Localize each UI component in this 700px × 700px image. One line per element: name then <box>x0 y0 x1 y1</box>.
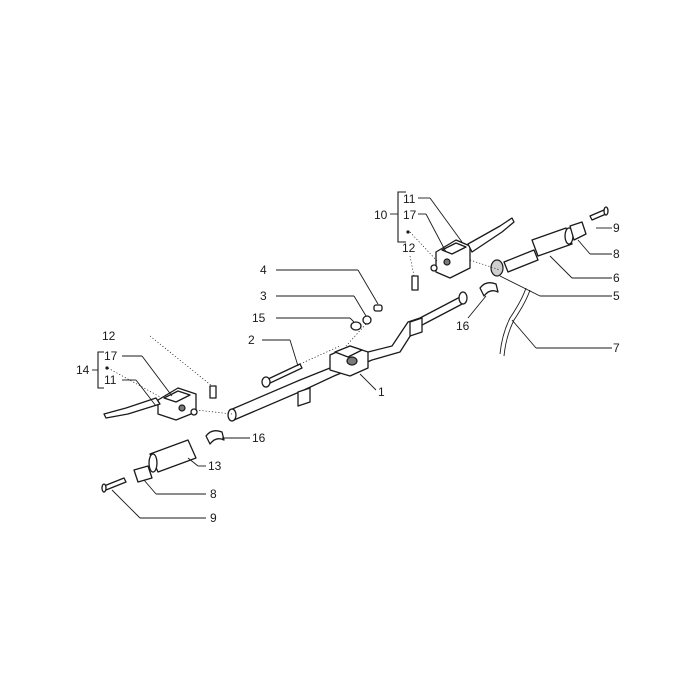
handle-grip-icon <box>101 439 197 493</box>
callout-labels: 11 10 17 9 12 8 4 6 5 3 15 16 2 7 12 1 1… <box>76 192 620 525</box>
callout-5: 5 <box>613 289 620 303</box>
callout-2: 2 <box>248 333 255 347</box>
callout-14: 14 <box>76 363 90 377</box>
callout-9-bottom: 9 <box>210 511 217 525</box>
callout-10: 10 <box>374 208 388 222</box>
screw-icon <box>209 275 419 399</box>
callout-8-bottom: 8 <box>210 487 217 501</box>
callout-17-left: 17 <box>104 349 118 363</box>
washer-icon <box>350 304 383 331</box>
callout-12-left: 12 <box>102 329 116 343</box>
cable-icon <box>499 287 531 357</box>
callout-4: 4 <box>260 263 267 277</box>
callout-11-left: 11 <box>104 373 117 387</box>
brake-lever-icon <box>103 387 198 421</box>
bolt-icon <box>261 363 303 388</box>
callout-16-bottom: 16 <box>252 431 266 445</box>
callout-17-top: 17 <box>403 208 417 222</box>
callout-16-top: 16 <box>456 319 470 333</box>
callout-1: 1 <box>378 385 385 399</box>
callout-6: 6 <box>613 271 620 285</box>
callout-12-top: 12 <box>402 241 416 255</box>
handle-grip-icon <box>490 206 609 277</box>
callout-8-right: 8 <box>613 247 620 261</box>
callout-3: 3 <box>260 289 267 303</box>
callout-13: 13 <box>208 459 222 473</box>
handlebar-tube-icon <box>227 291 468 422</box>
bracket-dot-left <box>105 366 109 370</box>
bracket-dot-top <box>406 230 410 234</box>
callout-15: 15 <box>252 311 266 325</box>
callout-7: 7 <box>613 341 620 355</box>
callout-9-right: 9 <box>613 221 620 235</box>
callout-11-top: 11 <box>403 192 416 206</box>
clamp-icon <box>205 282 499 445</box>
leader-lines <box>92 191 612 519</box>
